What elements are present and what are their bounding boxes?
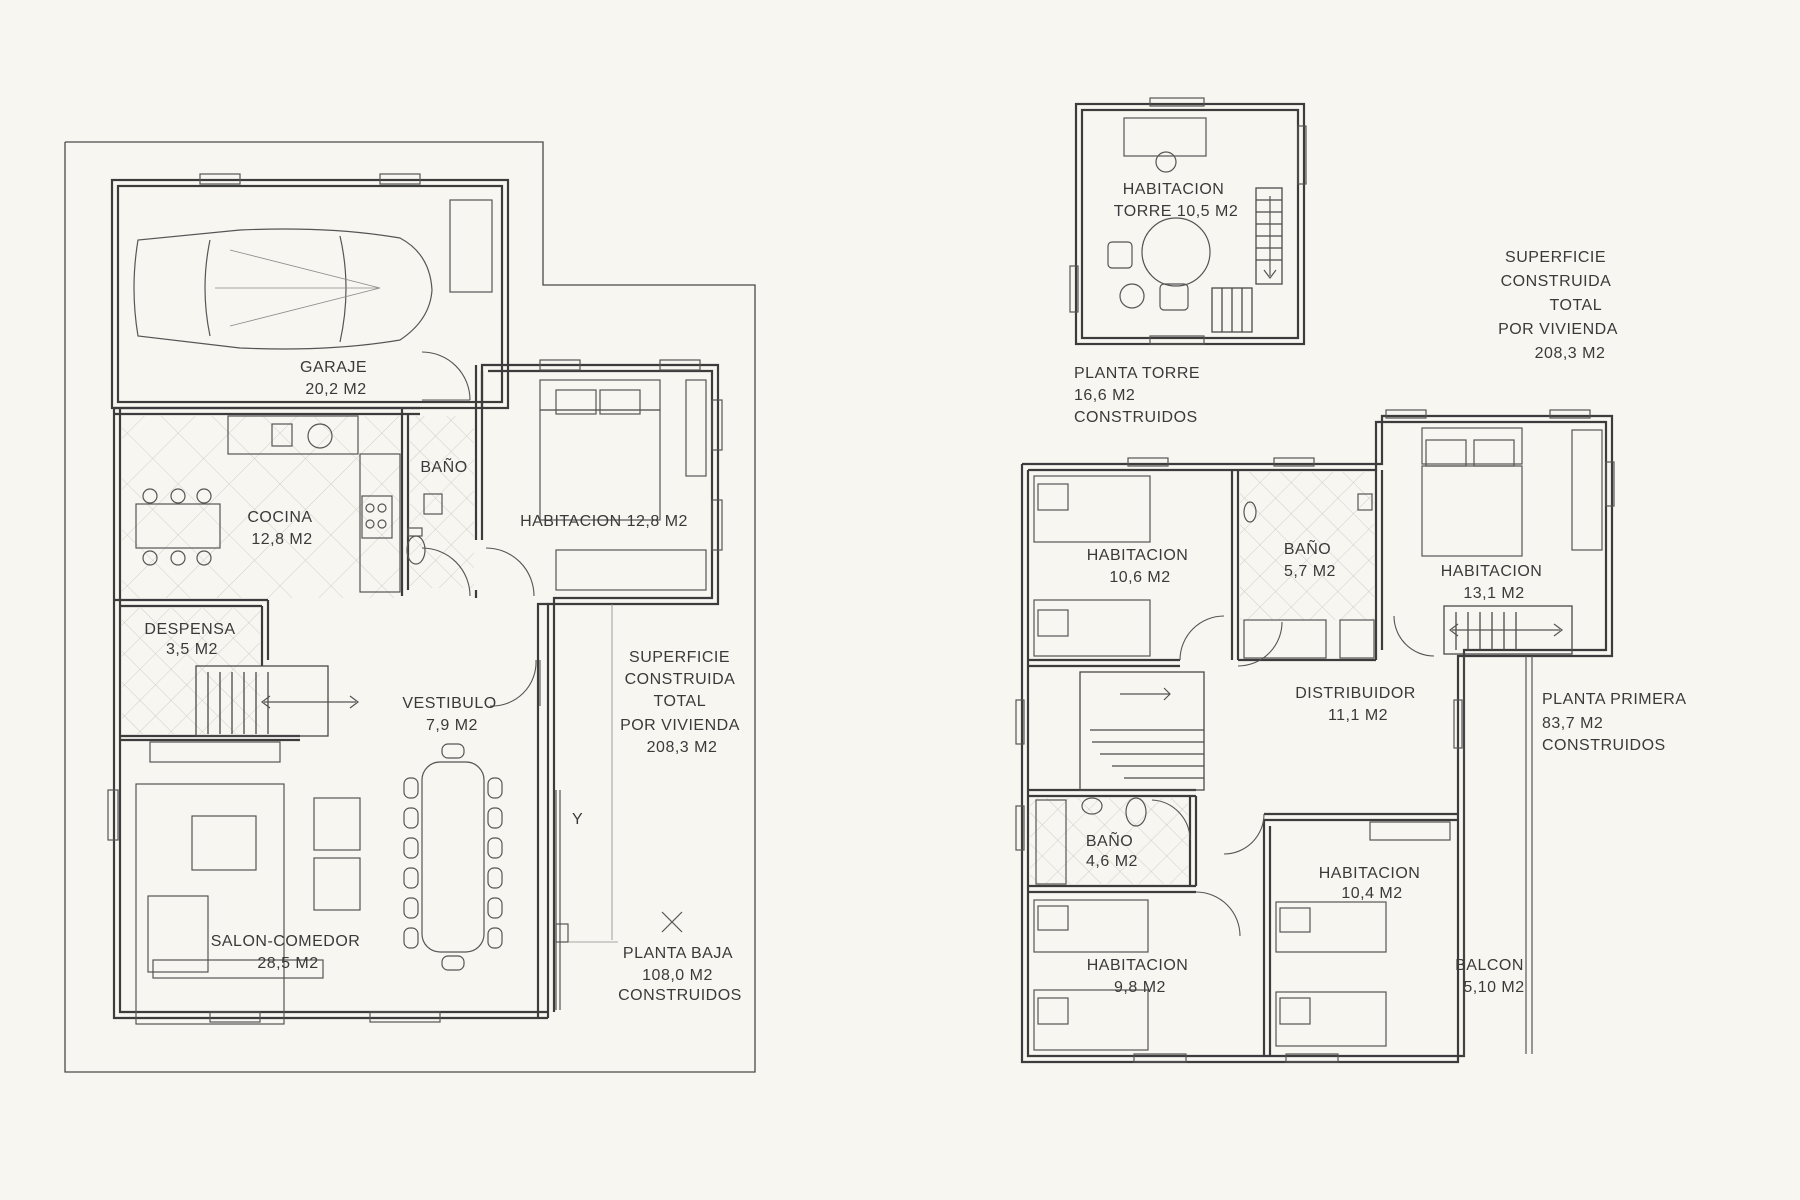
label-vestibulo: VESTIBULO 7,9 M2 [402, 695, 501, 734]
planta-baja: Y GARAJE 20,2 M2 BAÑO HABITACION 12,8 M2… [64, 141, 756, 1073]
label-habitacion-torre: HABITACION TORRE 10,5 M2 [1114, 181, 1238, 220]
cross-mark [661, 911, 683, 933]
label-hab-b: HABITACION 13,1 M2 [1441, 563, 1548, 602]
label-balcon: BALCON 5,10 M2 [1455, 957, 1529, 996]
label-hab-c: HABITACION 10,4 M2 [1319, 865, 1426, 902]
label-salon: SALON-COMEDOR 28,5 M2 [211, 933, 366, 972]
car-icon [133, 228, 433, 350]
label-garaje: GARAJE 20,2 M2 [300, 359, 372, 398]
label-superficie-right: SUPERFICIE CONSTRUIDA TOTAL POR VIVIENDA… [1498, 249, 1622, 362]
label-superficie-left: SUPERFICIE CONSTRUIDA TOTAL POR VIVIENDA… [620, 649, 744, 756]
label-bano-a: BAÑO 5,7 M2 [1284, 538, 1336, 580]
label-planta-baja: PLANTA BAJA 108,0 M2 CONSTRUIDOS [618, 945, 742, 1004]
label-bano-b: BAÑO 4,6 M2 [1086, 830, 1138, 870]
label-cocina: COCINA 12,8 M2 [247, 509, 316, 548]
label-bano: BAÑO [420, 456, 467, 476]
label-hab-d: HABITACION 9,8 M2 [1087, 957, 1194, 996]
label-y: Y [572, 811, 583, 828]
planta-torre: HABITACION TORRE 10,5 M2 PLANTA TORRE 16… [1069, 97, 1307, 426]
label-habitacion: HABITACION 12,8 M2 [520, 513, 688, 530]
label-despensa: DESPENSA 3,5 M2 [144, 621, 239, 658]
label-planta-primera: PLANTA PRIMERA 83,7 M2 CONSTRUIDOS [1542, 691, 1691, 754]
planta-primera: HABITACION 10,6 M2 BAÑO 5,7 M2 HABITACIO… [1015, 409, 1691, 1064]
label-planta-torre: PLANTA TORRE 16,6 M2 CONSTRUIDOS [1074, 365, 1205, 426]
label-distribuidor: DISTRIBUIDOR 11,1 M2 [1295, 685, 1421, 724]
label-hab-a: HABITACION 10,6 M2 [1087, 547, 1194, 586]
